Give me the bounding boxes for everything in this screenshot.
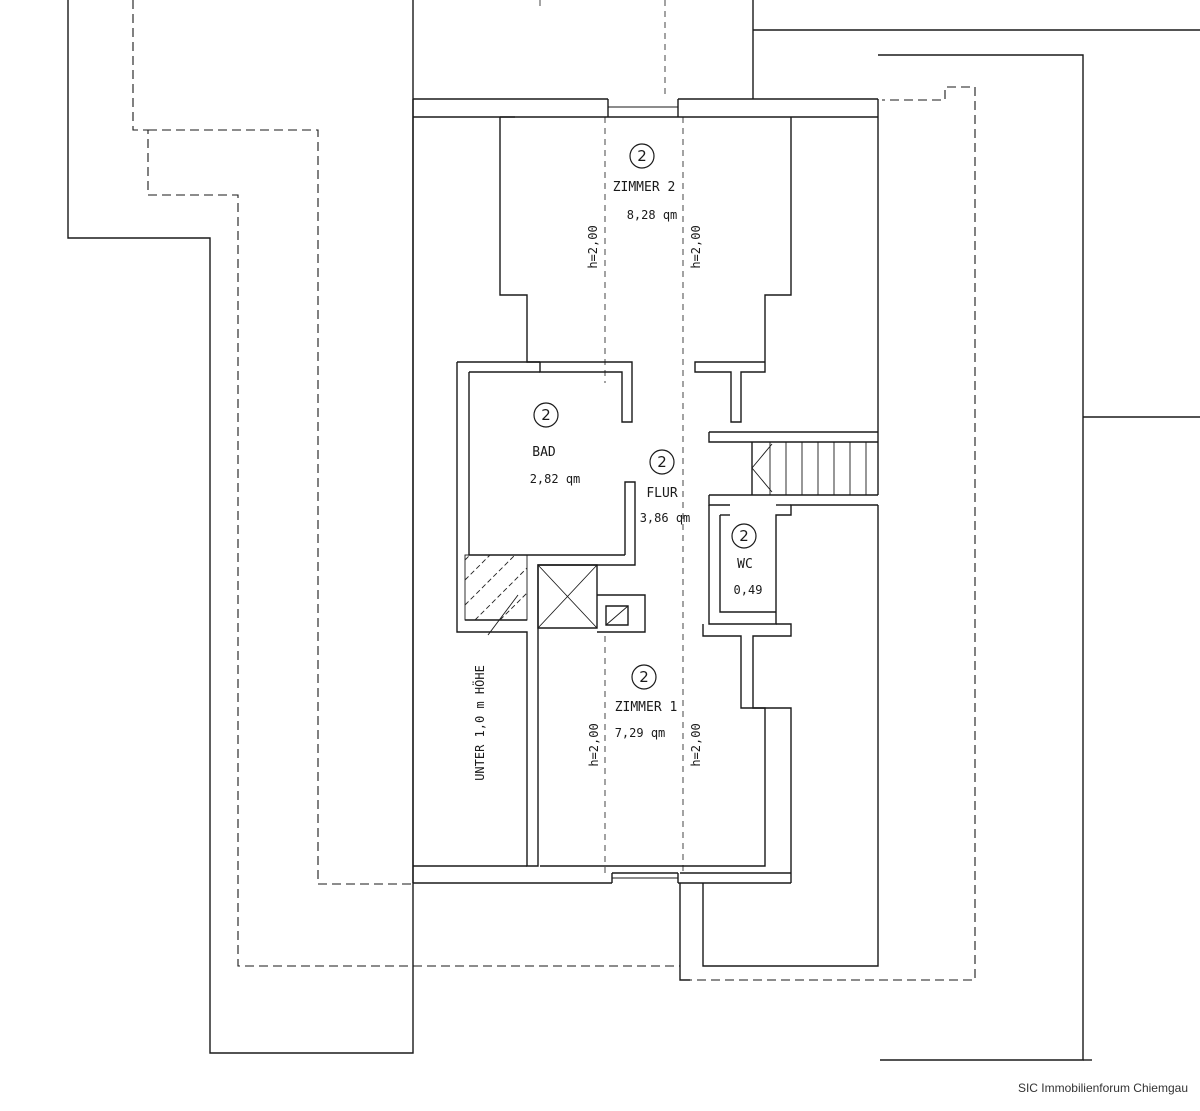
room-area: 7,29 qm [615,726,666,740]
room-number: 2 [541,406,551,424]
room-number-circle [629,143,655,169]
room-number: 2 [657,453,667,471]
ceiling-height-right: h=2,00 [689,225,703,268]
room-number: 2 [639,668,649,686]
room-number-circle [631,664,657,690]
room-number-circle [533,402,559,428]
room-bad: 2 BAD 2,82 qm [530,402,581,486]
low-ceiling-hatch [464,554,528,621]
room-flur: 2 FLUR 3,86 qm [640,449,691,525]
ceiling-height-left: h=2,00 [587,723,601,766]
credit-watermark: SIC Immobilienforum Chiemgau [1018,1081,1188,1095]
room-wc: 2 WC 0,49 [731,523,763,597]
ceiling-height-left: h=2,00 [586,225,600,268]
room-number: 2 [739,527,749,545]
room-name: FLUR [646,486,677,501]
ceiling-height-right: h=2,00 [689,723,703,766]
room-name: ZIMMER 1 [615,700,678,715]
room-zimmer-1: 2 ZIMMER 1 7,29 qm h=2,00 h=2,00 [587,664,703,767]
staircase [751,442,867,495]
low-ceiling-annotation: UNTER 1,0 m HÖHE [471,665,487,781]
room-name: WC [737,557,753,572]
roof-outlines [132,0,976,981]
room-number-circle [649,449,675,475]
slope-lines [604,117,684,873]
room-area: 3,86 qm [640,511,691,525]
room-name: ZIMMER 2 [613,180,676,195]
room-area: 0,49 [734,583,763,597]
room-area: 2,82 qm [530,472,581,486]
room-name: BAD [532,445,556,460]
room-area: 8,28 qm [627,208,678,222]
room-zimmer-2: 2 ZIMMER 2 8,28 qm h=2,00 h=2,00 [586,143,703,269]
room-number-circle [731,523,757,549]
annotation-leader [487,594,519,636]
building-walls [412,98,879,981]
room-number: 2 [637,147,647,165]
